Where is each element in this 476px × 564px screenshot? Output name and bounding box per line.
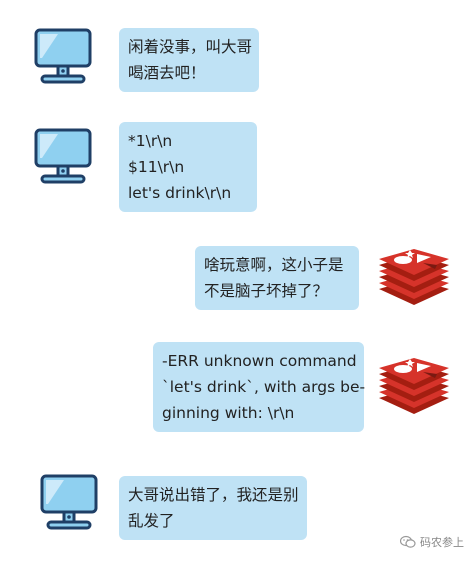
message-line: -ERR unknown command bbox=[162, 352, 357, 370]
wechat-icon bbox=[400, 535, 416, 548]
redis-logo-icon bbox=[379, 358, 449, 414]
computer-monitor-icon bbox=[40, 474, 98, 530]
client-avatar bbox=[34, 128, 92, 188]
message-bubble: 闲着没事，叫大哥 喝酒去吧！ bbox=[119, 28, 259, 92]
watermark: 码农参上 bbox=[400, 534, 464, 550]
message-bubble: -ERR unknown command `let's drink`, with… bbox=[153, 342, 366, 432]
message-line: `let's drink`, with args be- bbox=[162, 378, 366, 396]
server-avatar bbox=[377, 352, 451, 420]
message-line: 闲着没事，叫大哥 bbox=[128, 38, 253, 56]
message-line: 啥玩意啊，这小子是 bbox=[204, 256, 344, 274]
computer-monitor-icon bbox=[34, 128, 92, 184]
message-line: ginning with: \r\n bbox=[162, 404, 295, 422]
message-line: 不是脑子坏掉了？ bbox=[204, 282, 329, 300]
message-bubble: *1\r\n $11\r\n let's drink\r\n bbox=[119, 122, 257, 212]
message-line: let's drink\r\n bbox=[128, 184, 232, 202]
message-line: 乱发了 bbox=[128, 512, 175, 530]
message-bubble: 啥玩意啊，这小子是 不是脑子坏掉了？ bbox=[195, 246, 359, 310]
redis-logo-icon bbox=[379, 249, 449, 305]
server-avatar bbox=[377, 243, 451, 311]
message-line: *1\r\n bbox=[128, 132, 173, 150]
client-avatar bbox=[40, 474, 98, 534]
message-line: 喝酒去吧！ bbox=[128, 64, 206, 82]
message-bubble: 大哥说出错了，我还是别 乱发了 bbox=[119, 476, 307, 540]
watermark-text: 码农参上 bbox=[420, 536, 464, 549]
message-line: 大哥说出错了，我还是别 bbox=[128, 486, 299, 504]
message-line: $11\r\n bbox=[128, 158, 185, 176]
client-avatar bbox=[34, 28, 92, 88]
computer-monitor-icon bbox=[34, 28, 92, 84]
